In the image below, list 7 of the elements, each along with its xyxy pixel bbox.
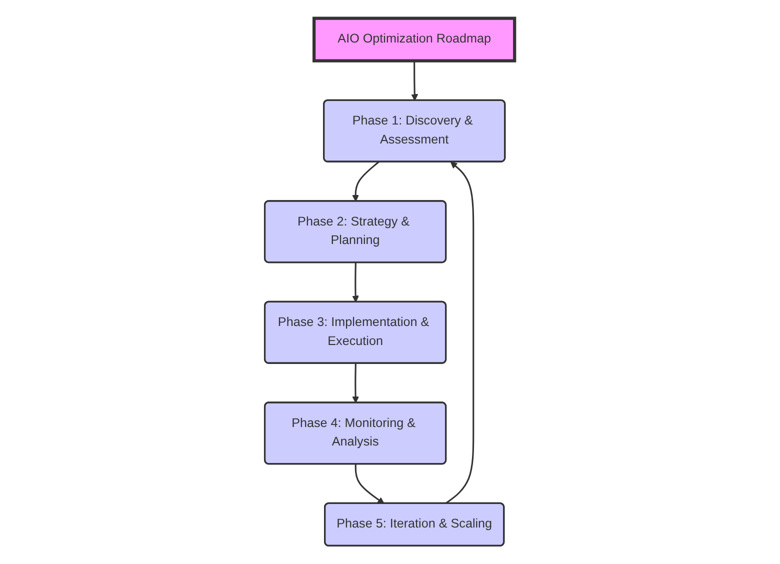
arrow: [355, 464, 385, 504]
arrow: [445, 162, 474, 504]
arrow: [352, 262, 360, 302]
arrow: [352, 363, 360, 404]
arrow: [352, 161, 380, 202]
node-box: AIO Optimization Roadmap: [312, 16, 516, 62]
arrow: [411, 60, 418, 101]
